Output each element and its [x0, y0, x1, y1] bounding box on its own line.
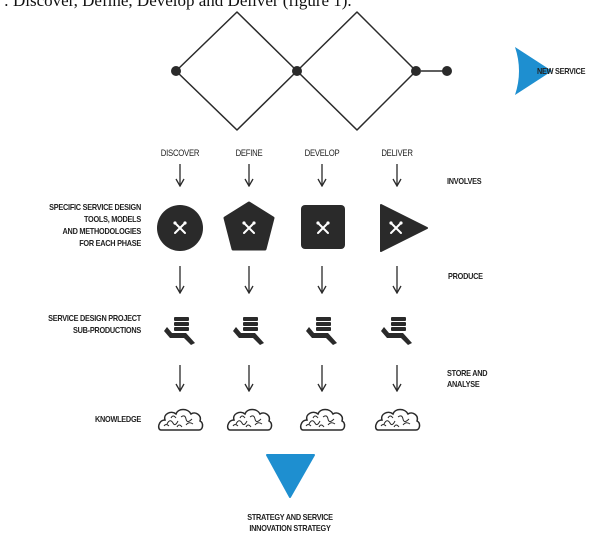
strategy-label-line2: INNOVATION STRATEGY: [249, 523, 331, 533]
discover-define-diamond: [175, 11, 298, 131]
store-label-line1: STORE AND: [447, 368, 488, 378]
define-knowledge-cloud-icon: [226, 408, 273, 431]
intro-text: : Discover, Define, Develop and Deliver …: [4, 0, 352, 10]
define-tool-pentagon-icon: [223, 201, 275, 251]
define-subproduction-hand-icon: [233, 317, 264, 345]
deliver-tool-triangle-icon: [380, 204, 428, 252]
tools-label-line3: AND METHODOLOGIES: [62, 226, 142, 236]
outcome-node: [442, 66, 452, 76]
phase-define-label: DEFINE: [235, 148, 263, 158]
develop-deliver-diamond: [296, 11, 417, 131]
discover-knowledge-cloud-icon: [157, 408, 204, 431]
involves-label: INVOLVES: [447, 176, 482, 186]
tools-label-line4: FOR EACH PHASE: [79, 238, 141, 248]
knowledge-label: KNOWLEDGE: [94, 414, 141, 424]
new-service-label: NEW SERVICE: [537, 66, 586, 76]
develop-knowledge-cloud-icon: [299, 408, 346, 431]
phase-develop-label: DEVELOP: [304, 148, 340, 158]
subproduction-label-line2: SUB-PRODUCTIONS: [72, 325, 141, 335]
store-label-line2: ANALYSE: [447, 379, 480, 389]
deliver-knowledge-cloud-icon: [374, 408, 421, 431]
strategy-marker: [266, 454, 315, 498]
discover-tool-circle-icon: [157, 205, 203, 251]
develop-tool-square-icon: [301, 205, 345, 249]
tools-label-line2: TOOLS, MODELS: [83, 214, 141, 224]
middle-node: [292, 66, 302, 76]
discover-subproduction-hand-icon: [164, 317, 195, 345]
tools-label-line1: SPECIFIC SERVICE DESIGN: [49, 202, 141, 212]
strategy-label-line1: STRATEGY AND SERVICE: [247, 512, 333, 522]
produce-label: PRODUCE: [448, 271, 483, 281]
end-node: [411, 66, 421, 76]
subproduction-label-line1: SERVICE DESIGN PROJECT: [48, 313, 141, 323]
new-service-marker: [515, 47, 552, 95]
deliver-subproduction-hand-icon: [381, 317, 412, 345]
start-node: [171, 66, 181, 76]
develop-subproduction-hand-icon: [306, 317, 337, 345]
phase-discover-label: DISCOVER: [160, 148, 200, 158]
phase-deliver-label: DELIVER: [381, 148, 413, 158]
